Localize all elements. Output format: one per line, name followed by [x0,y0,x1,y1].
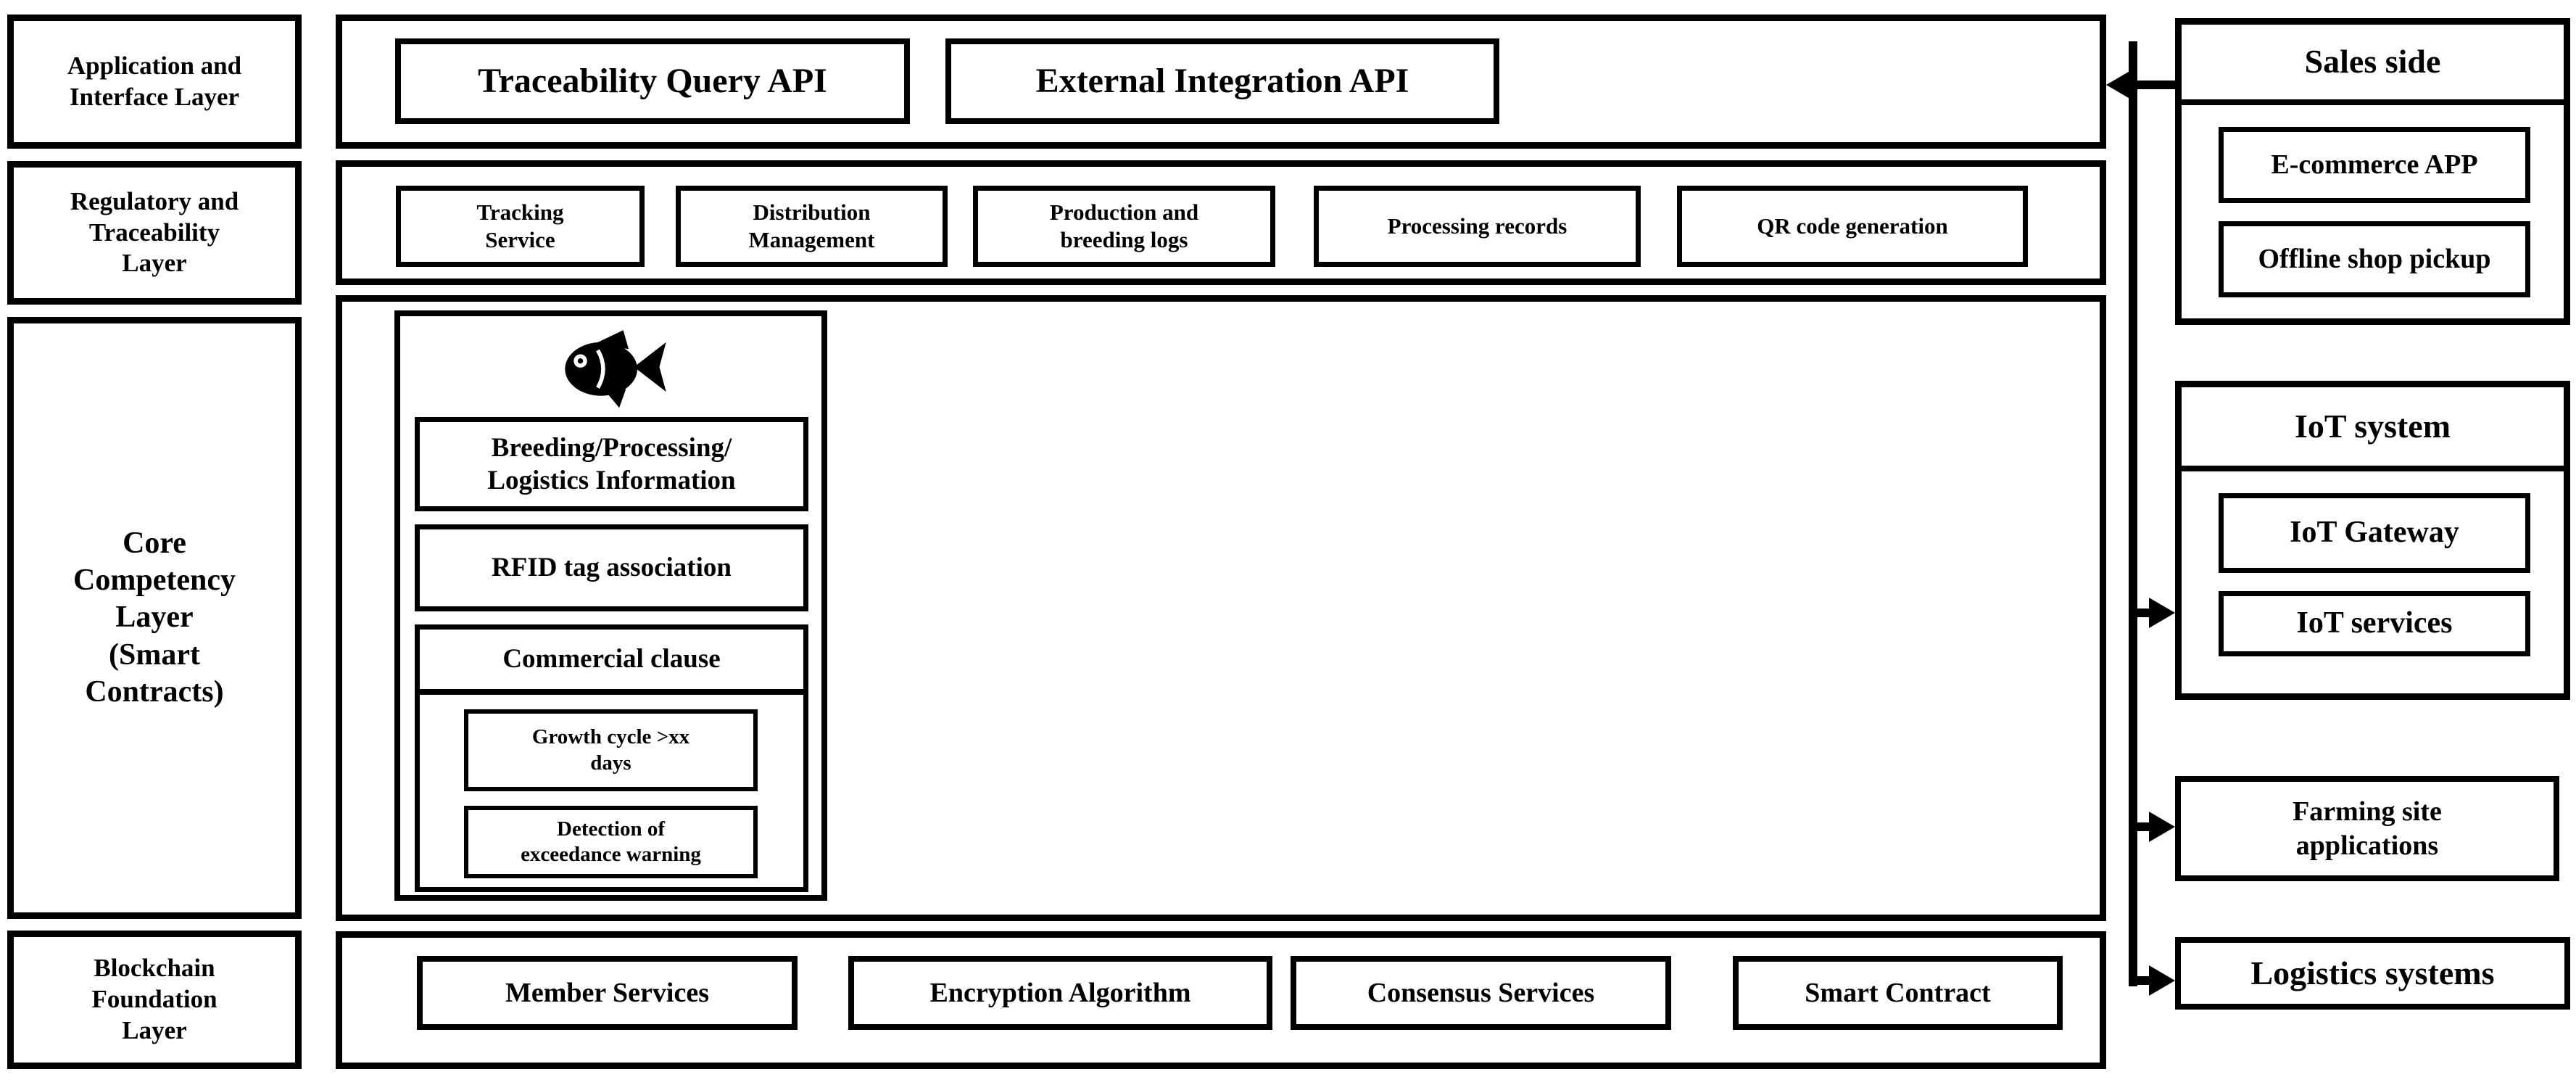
arrow-right-logistics-icon [2149,965,2175,996]
iot-system-title: IoT system [2294,407,2451,445]
rfid-tag-association-label: RFID tag association [492,553,732,583]
arrow-right-farming-icon [2149,812,2175,842]
growth-cycle-condition-label: Growth cycle >xx days [531,725,690,775]
branch-line-logistics [2134,976,2152,985]
iot-services-box: IoT services [2219,591,2530,656]
rfid-tag-association-box: RFID tag association [415,524,808,611]
layer-label-regulatory: Regulatory and Traceability Layer [7,161,302,305]
sales-side-titlebar: Sales side [2182,25,2564,105]
breeding-processing-logistics-box: Breeding/Processing/ Logistics Informati… [415,417,808,511]
production-breeding-logs-label: Production and breeding logs [1049,199,1199,252]
processing-records-label: Processing records [1387,213,1567,239]
core-row-container: Breeding/Processing/ Logistics Informati… [336,295,2106,921]
external-integration-api-label: External Integration API [1035,61,1409,100]
ecommerce-app-label: E-commerce APP [2271,149,2478,181]
encryption-algorithm-box: Encryption Algorithm [848,956,1272,1030]
breeding-processing-logistics-label: Breeding/Processing/ Logistics Informati… [487,432,736,495]
double-arrow-line [2128,81,2190,89]
layer-label-application: Application and Interface Layer [7,15,302,149]
fish-icon [565,330,666,408]
encryption-algorithm-label: Encryption Algorithm [929,977,1191,1008]
regulatory-row-container: Tracking Service Distribution Management… [336,160,2106,285]
traceability-query-api-label: Traceability Query API [478,61,827,100]
distribution-management-box: Distribution Management [676,186,948,267]
iot-gateway-label: IoT Gateway [2290,516,2459,550]
iot-services-label: IoT services [2296,606,2453,640]
production-breeding-logs-box: Production and breeding logs [973,186,1275,267]
external-integration-api-box: External Integration API [945,38,1499,124]
farming-site-applications-label: Farming site applications [2293,796,2442,861]
iot-system-container: IoT system IoT Gateway IoT services [2175,381,2570,700]
farming-site-applications-box: Farming site applications [2175,776,2559,881]
connector-trunk-line [2129,41,2137,986]
qr-code-generation-box: QR code generation [1677,186,2028,267]
exceedance-warning-condition-box: Detection of exceedance warning [464,806,758,878]
member-services-box: Member Services [417,956,798,1030]
sales-side-title: Sales side [2304,43,2441,81]
foundation-row-container: Member Services Encryption Algorithm Con… [336,931,2106,1069]
arrow-right-iot-icon [2149,598,2175,628]
branch-line-farming [2134,822,2152,831]
consensus-services-label: Consensus Services [1367,977,1595,1008]
layer-label-core-text: Core Competency Layer (Smart Contracts) [73,526,236,709]
member-services-label: Member Services [505,977,709,1008]
distribution-management-label: Distribution Management [748,199,875,252]
traceability-query-api-box: Traceability Query API [395,38,910,124]
commercial-clause-label: Commercial clause [502,644,721,674]
processing-records-box: Processing records [1314,186,1641,267]
smart-contract-box: Smart Contract [1733,956,2063,1030]
exceedance-warning-condition-label: Detection of exceedance warning [521,817,701,866]
tracking-service-box: Tracking Service [396,186,645,267]
sales-side-container: Sales side E-commerce APP Offline shop p… [2175,18,2570,325]
iot-gateway-box: IoT Gateway [2219,493,2530,573]
commercial-clause-titlebar: Commercial clause [420,630,803,695]
offline-shop-pickup-label: Offline shop pickup [2258,244,2491,275]
smart-contract-label: Smart Contract [1805,977,1991,1008]
application-row-container: Traceability Query API External Integrat… [336,15,2106,149]
qr-code-generation-label: QR code generation [1757,213,1948,239]
logistics-systems-label: Logistics systems [2250,954,2495,991]
layer-label-blockchain: Blockchain Foundation Layer [7,931,302,1069]
consensus-services-box: Consensus Services [1291,956,1671,1030]
smart-contract-detail-container: Breeding/Processing/ Logistics Informati… [394,310,827,901]
layer-label-blockchain-text: Blockchain Foundation Layer [91,954,218,1044]
layer-label-core: Core Competency Layer (Smart Contracts) [7,317,302,919]
commercial-clause-box: Commercial clause Growth cycle >xx days … [415,624,808,892]
logistics-systems-box: Logistics systems [2175,937,2570,1010]
growth-cycle-condition-box: Growth cycle >xx days [464,709,758,791]
ecommerce-app-box: E-commerce APP [2219,127,2530,203]
layer-label-regulatory-text: Regulatory and Traceability Layer [70,186,239,278]
iot-system-titlebar: IoT system [2182,387,2564,471]
tracking-service-label: Tracking Service [476,199,564,252]
branch-line-iot [2134,608,2152,617]
layer-label-application-text: Application and Interface Layer [67,51,242,111]
offline-shop-pickup-box: Offline shop pickup [2219,221,2530,297]
